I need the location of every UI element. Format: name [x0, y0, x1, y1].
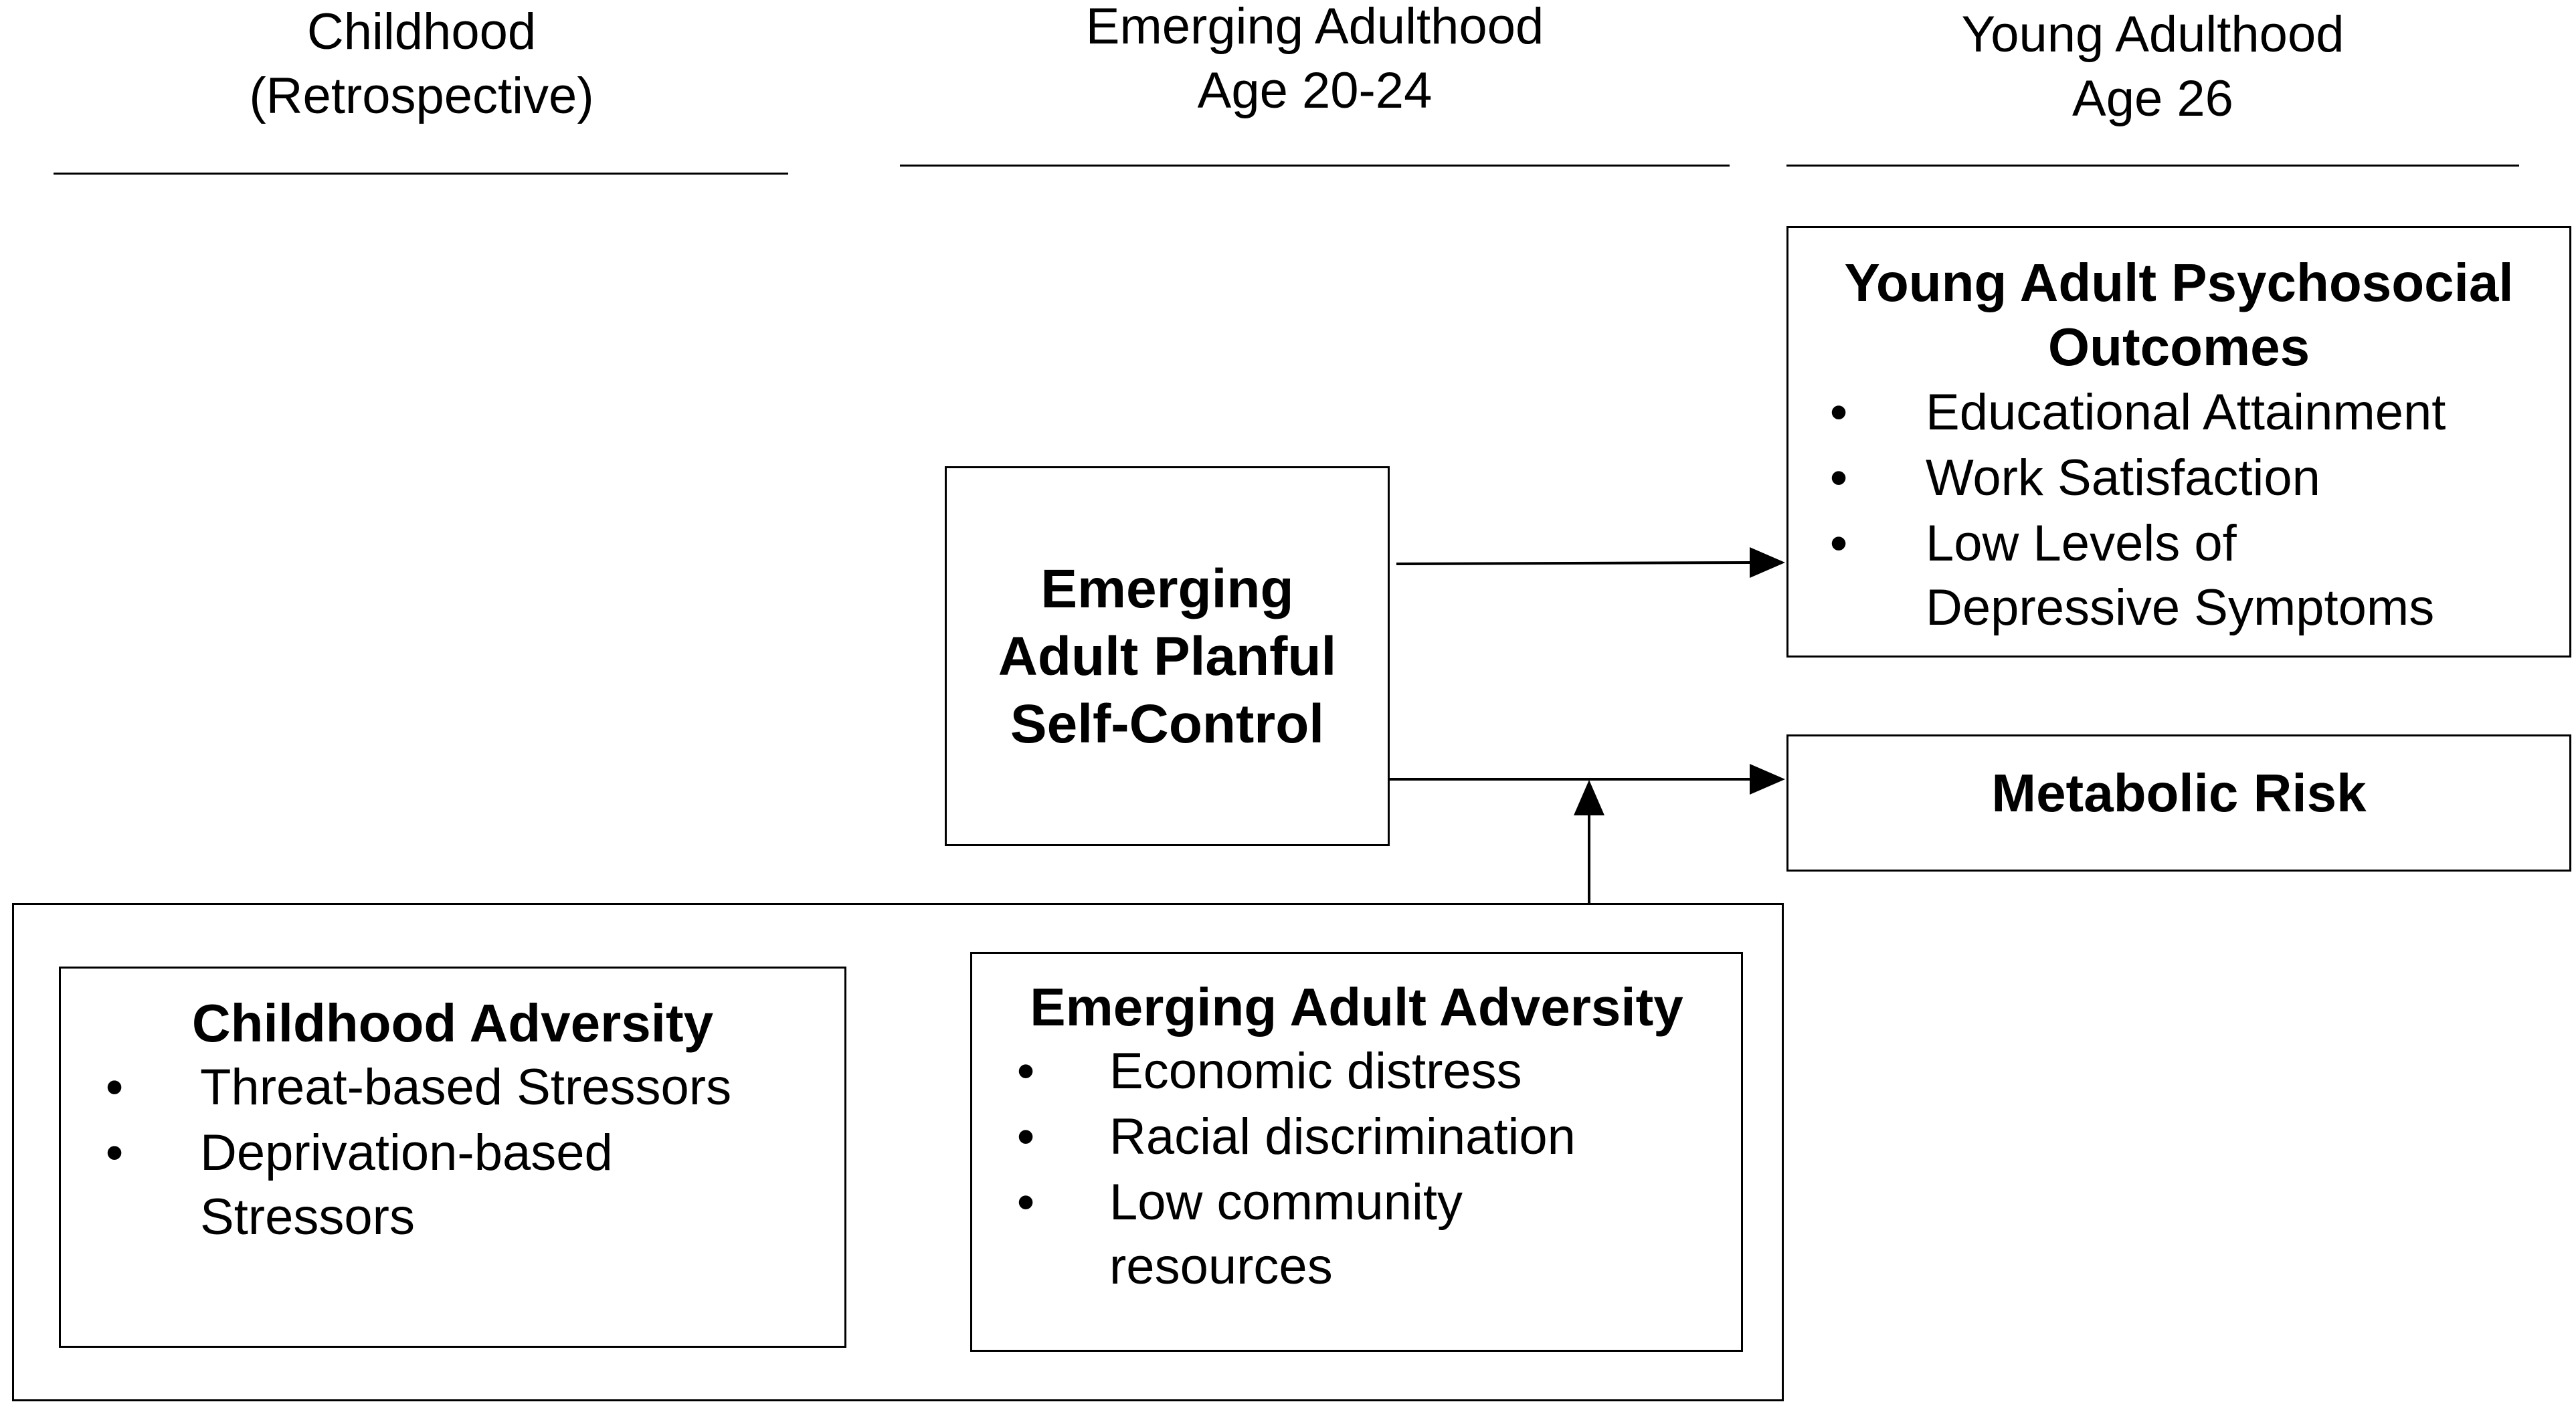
- bullet-icon: •: [1829, 515, 1848, 572]
- list-item: • Deprivation-based Stressors: [101, 1121, 837, 1249]
- emerging-adversity-title: Emerging Adult Adversity: [1030, 977, 1683, 1037]
- metabolic-risk-box: Metabolic Risk: [1786, 734, 2571, 872]
- outcomes-title-line-2: Outcomes: [2047, 317, 2310, 377]
- emerging-item-label: Low community: [1109, 1174, 1463, 1231]
- list-item: • Economic distress: [1012, 1039, 1735, 1105]
- childhood-item-label-cont: Stressors: [200, 1189, 415, 1245]
- bullet-icon: •: [1016, 1043, 1035, 1100]
- outcomes-list: • Educational Attainment • Work Satisfac…: [1825, 381, 2561, 640]
- bullet-icon: •: [105, 1059, 124, 1116]
- planful-title-line-1: Emerging: [1040, 558, 1294, 619]
- bullet-icon: •: [1829, 384, 1848, 441]
- emerging-item-label-cont: resources: [1109, 1238, 1333, 1295]
- outcome-item-label-cont: Depressive Symptoms: [1926, 579, 2435, 636]
- list-item: • Work Satisfaction: [1825, 446, 2561, 512]
- header-emerging-line-2: Age 20-24: [1197, 62, 1433, 119]
- childhood-item-label: Threat-based Stressors: [200, 1059, 732, 1116]
- psychosocial-outcomes-box: Young Adult Psychosocial Outcomes • Educ…: [1786, 226, 2571, 658]
- outcome-item-label: Low Levels of: [1926, 515, 2237, 572]
- header-young-line-2: Age 26: [2072, 70, 2233, 127]
- list-item: • Low community resources: [1012, 1171, 1735, 1299]
- bullet-icon: •: [1016, 1108, 1035, 1165]
- planful-self-control-box: Emerging Adult Planful Self-Control: [945, 466, 1390, 846]
- outcome-item-label: Work Satisfaction: [1926, 449, 2320, 506]
- header-young-line-1: Young Adulthood: [1961, 6, 2344, 63]
- bullet-icon: •: [1016, 1174, 1035, 1231]
- list-item: • Threat-based Stressors: [101, 1056, 837, 1121]
- planful-title-line-3: Self-Control: [1010, 693, 1325, 755]
- planful-title-line-2: Adult Planful: [998, 625, 1337, 687]
- header-emerging-rule: [900, 165, 1730, 167]
- list-item: • Educational Attainment: [1825, 381, 2561, 446]
- moderation-arrow: [1574, 780, 1604, 903]
- childhood-adversity-list: • Threat-based Stressors • Deprivation-b…: [101, 1056, 837, 1249]
- childhood-adversity-title: Childhood Adversity: [191, 993, 714, 1053]
- metabolic-risk-title: Metabolic Risk: [1991, 763, 2367, 823]
- list-item: • Racial discrimination: [1012, 1105, 1735, 1171]
- header-young-adulthood: Young Adulthood Age 26: [1786, 3, 2519, 131]
- header-young-rule: [1786, 165, 2519, 167]
- emerging-adversity-list: • Economic distress • Racial discriminat…: [1012, 1039, 1735, 1299]
- header-childhood-rule: [54, 173, 788, 175]
- bullet-icon: •: [1829, 449, 1848, 506]
- childhood-adversity-box: Childhood Adversity • Threat-based Stres…: [59, 967, 846, 1348]
- header-childhood-line-1: Childhood: [306, 3, 537, 60]
- arrow-to-outcomes: [1396, 547, 1785, 578]
- emerging-item-label: Economic distress: [1109, 1043, 1522, 1100]
- header-childhood: Childhood (Retrospective): [54, 0, 790, 128]
- emerging-item-label: Racial discrimination: [1109, 1108, 1576, 1165]
- header-childhood-line-2: (Retrospective): [249, 68, 594, 124]
- header-emerging-adulthood: Emerging Adulthood Age 20-24: [900, 0, 1730, 123]
- outcome-item-label: Educational Attainment: [1926, 384, 2446, 441]
- outcomes-title-line-1: Young Adult Psychosocial: [1844, 253, 2514, 312]
- arrow-to-metabolic-risk: [1390, 764, 1785, 795]
- childhood-item-label: Deprivation-based: [200, 1124, 613, 1181]
- list-item: • Low Levels of Depressive Symptoms: [1825, 512, 2561, 640]
- header-emerging-line-1: Emerging Adulthood: [1085, 0, 1544, 55]
- emerging-adversity-box: Emerging Adult Adversity • Economic dist…: [970, 952, 1743, 1352]
- bullet-icon: •: [105, 1124, 124, 1181]
